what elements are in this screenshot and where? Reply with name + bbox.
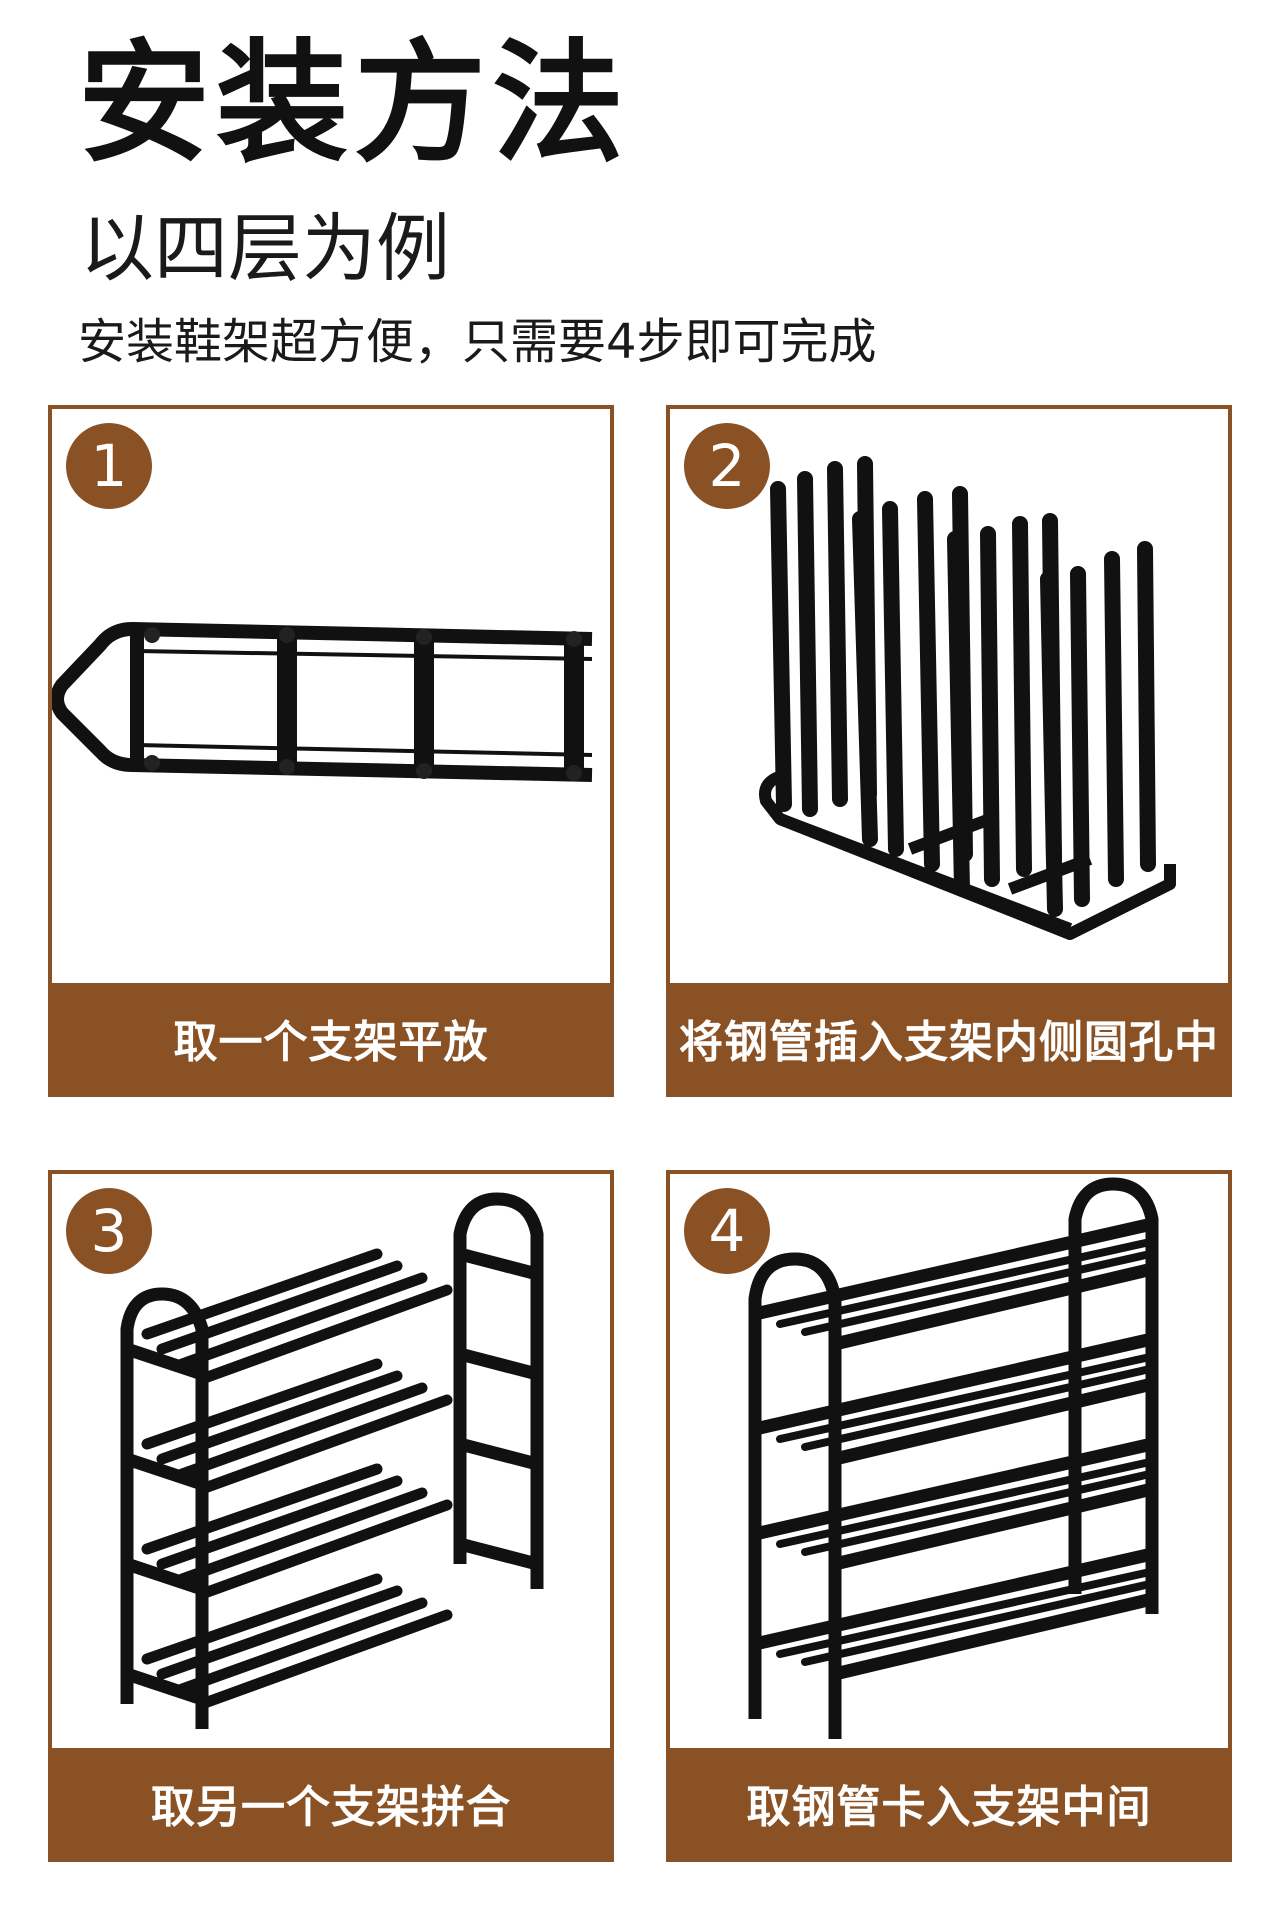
page-description: 安装鞋架超方便，只需要4步即可完成: [78, 314, 877, 370]
assembled-rack-icon: [748, 1177, 1159, 1739]
step-1-number-badge: 1: [66, 423, 152, 509]
step-3-number-badge: 3: [66, 1188, 152, 1274]
page-title: 安装方法: [78, 27, 630, 181]
step-4-caption: 取钢管卡入支架中间: [670, 1748, 1228, 1858]
step-4-panel: 4 取钢管卡入支架中间: [666, 1170, 1232, 1862]
step-3-panel: 3 取另一个支架拼合: [48, 1170, 614, 1862]
half-assembled-rack-icon: [120, 1192, 544, 1729]
step-2-illustration: [670, 409, 1228, 989]
step-4-number-badge: 4: [684, 1188, 770, 1274]
frame-with-tubes-icon: [759, 456, 1176, 940]
step-1-panel: 1 取一个支架平放: [48, 405, 614, 1097]
frame-flat-icon: [52, 622, 593, 782]
step-2-number-badge: 2: [684, 423, 770, 509]
step-4-illustration: [670, 1174, 1228, 1754]
step-2-panel: 2 将钢管插入支架内侧圆孔中: [666, 405, 1232, 1097]
step-1-illustration: [52, 409, 610, 989]
step-2-caption: 将钢管插入支架内侧圆孔中: [670, 983, 1228, 1093]
step-3-illustration: [52, 1174, 610, 1754]
step-1-caption: 取一个支架平放: [52, 983, 610, 1093]
page-subtitle: 以四层为例: [80, 206, 450, 292]
step-3-caption: 取另一个支架拼合: [52, 1748, 610, 1858]
